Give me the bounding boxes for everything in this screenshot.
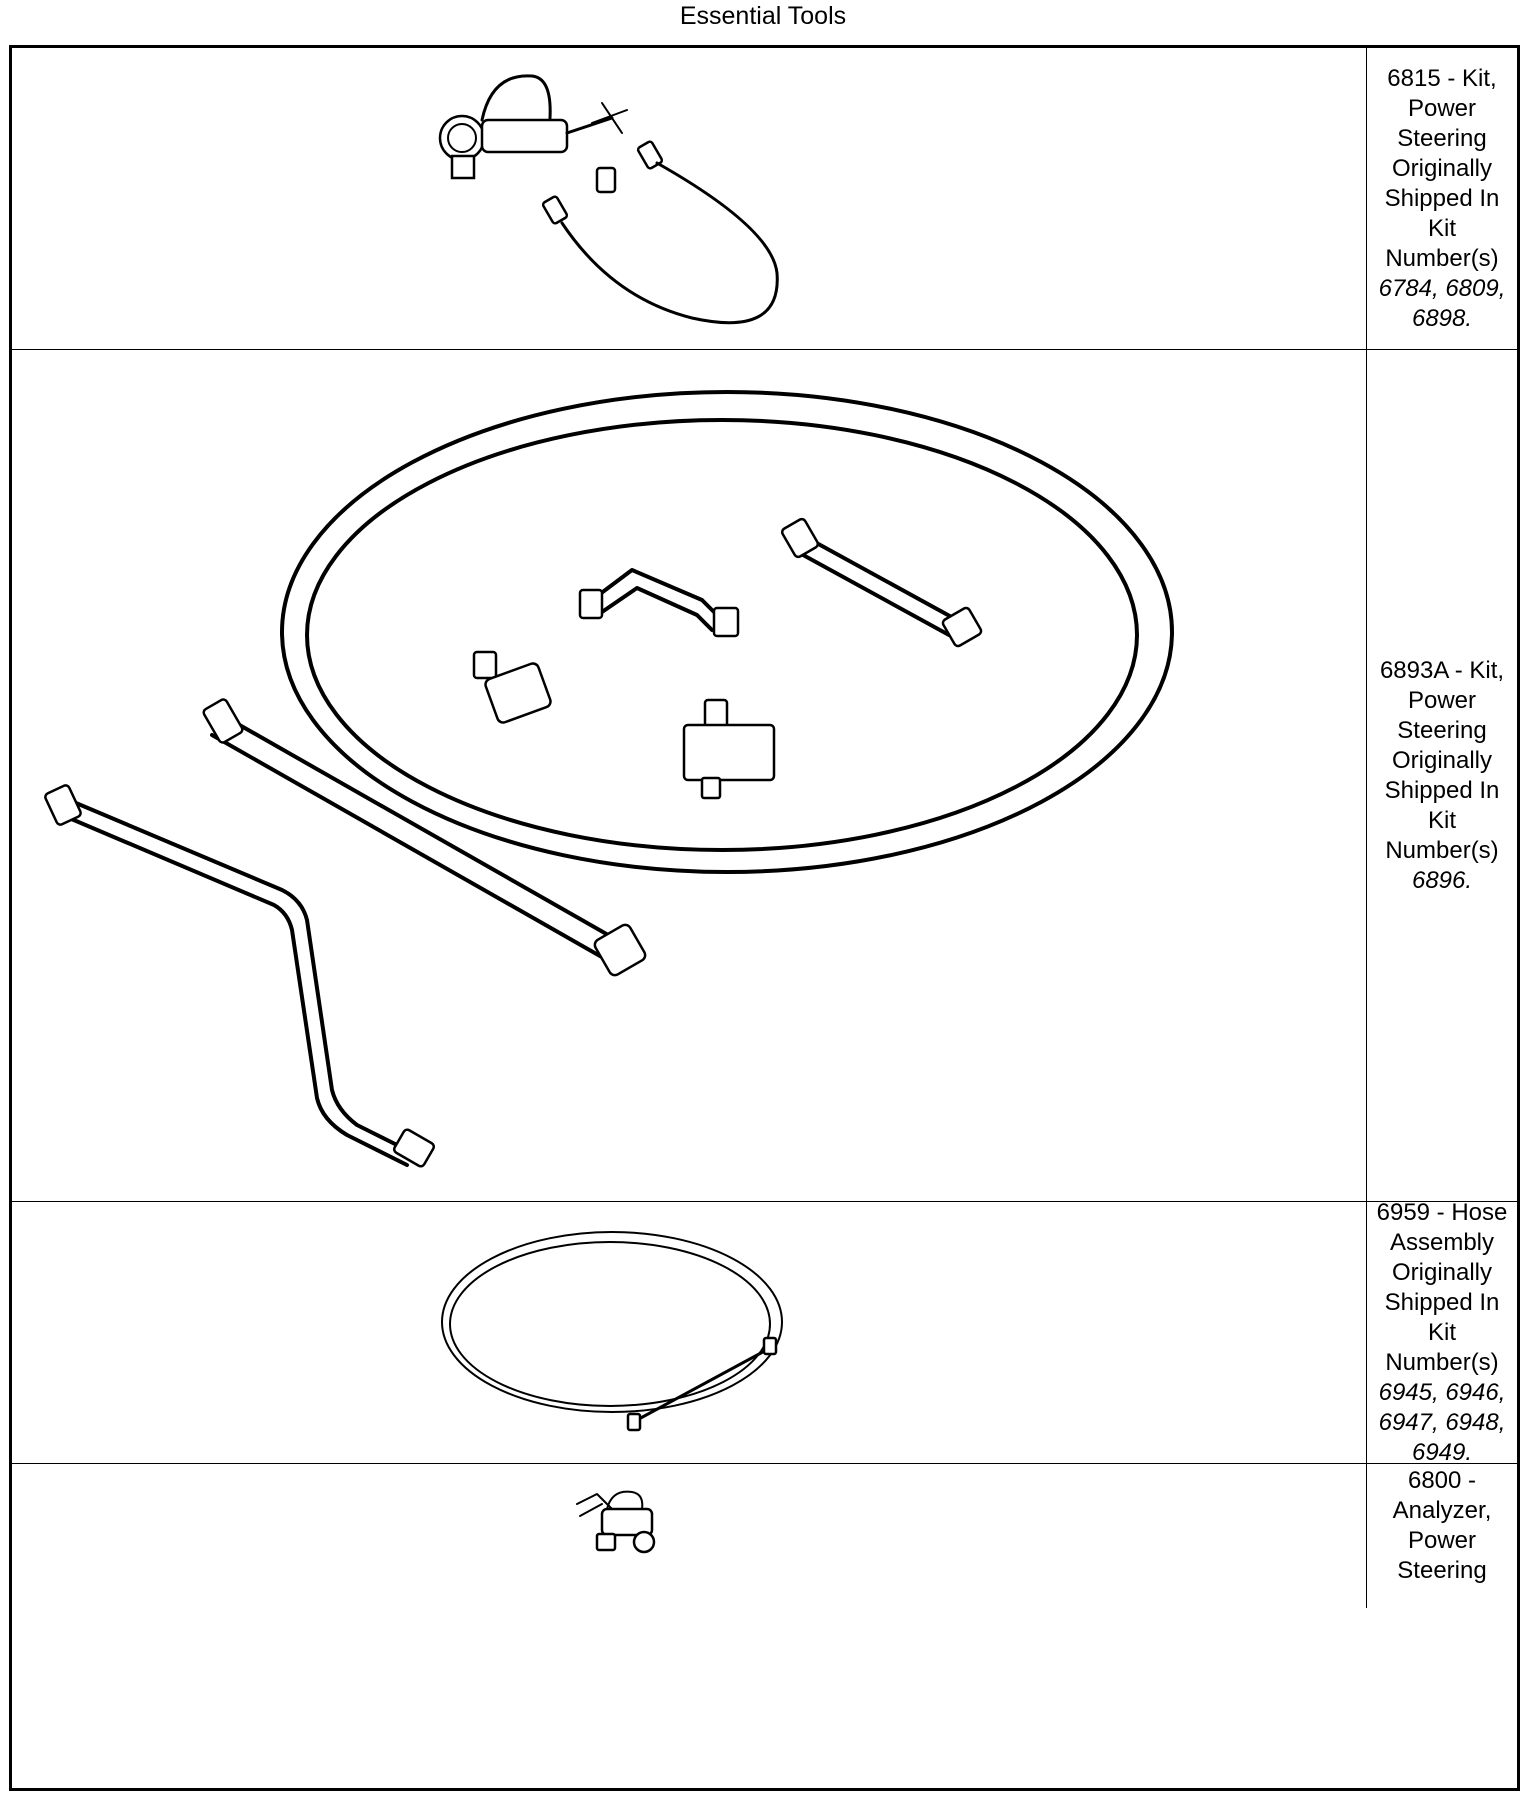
tool-row-6893a: 6893A - Kit, Power Steering Originally S… <box>12 350 1517 1202</box>
tools-table: 6815 - Kit, Power Steering Originally Sh… <box>9 45 1520 1791</box>
page-title: Essential Tools <box>679 2 847 30</box>
tool-illustration-6815 <box>12 48 1366 349</box>
tool-text: 6815 - Kit, Power Steering Originally Sh… <box>1384 64 1500 272</box>
tool-row-6800: 6800 - Analyzer, Power Steering <box>12 1464 1517 1788</box>
tool-illustration-6800 <box>12 1464 1366 1788</box>
tool-row-6815: 6815 - Kit, Power Steering Originally Sh… <box>12 48 1517 350</box>
tool-description-6893a: 6893A - Kit, Power Steering Originally S… <box>1366 350 1517 1201</box>
tool-illustration-6959 <box>12 1202 1366 1463</box>
tool-text: 6959 - Hose Assembly Originally Shipped … <box>1376 1198 1508 1376</box>
tool-description-6800: 6800 - Analyzer, Power Steering <box>1366 1464 1517 1608</box>
tool-kit-numbers: 6896. <box>1411 866 1473 894</box>
tool-illustration-6893a <box>12 350 1366 1201</box>
tool-text: 6800 - Analyzer, Power Steering <box>1392 1467 1492 1584</box>
tool-kit-numbers: 6945, 6946, 6947, 6948, 6949. <box>1378 1378 1506 1466</box>
tool-text: 6893A - Kit, Power Steering Originally S… <box>1379 656 1505 864</box>
tool-row-6959: 6959 - Hose Assembly Originally Shipped … <box>12 1198 1517 1466</box>
tool-description-6959: 6959 - Hose Assembly Originally Shipped … <box>1366 1198 1517 1466</box>
tool-description-6815: 6815 - Kit, Power Steering Originally Sh… <box>1366 48 1517 349</box>
tool-kit-numbers: 6784, 6809, 6898. <box>1378 274 1506 332</box>
